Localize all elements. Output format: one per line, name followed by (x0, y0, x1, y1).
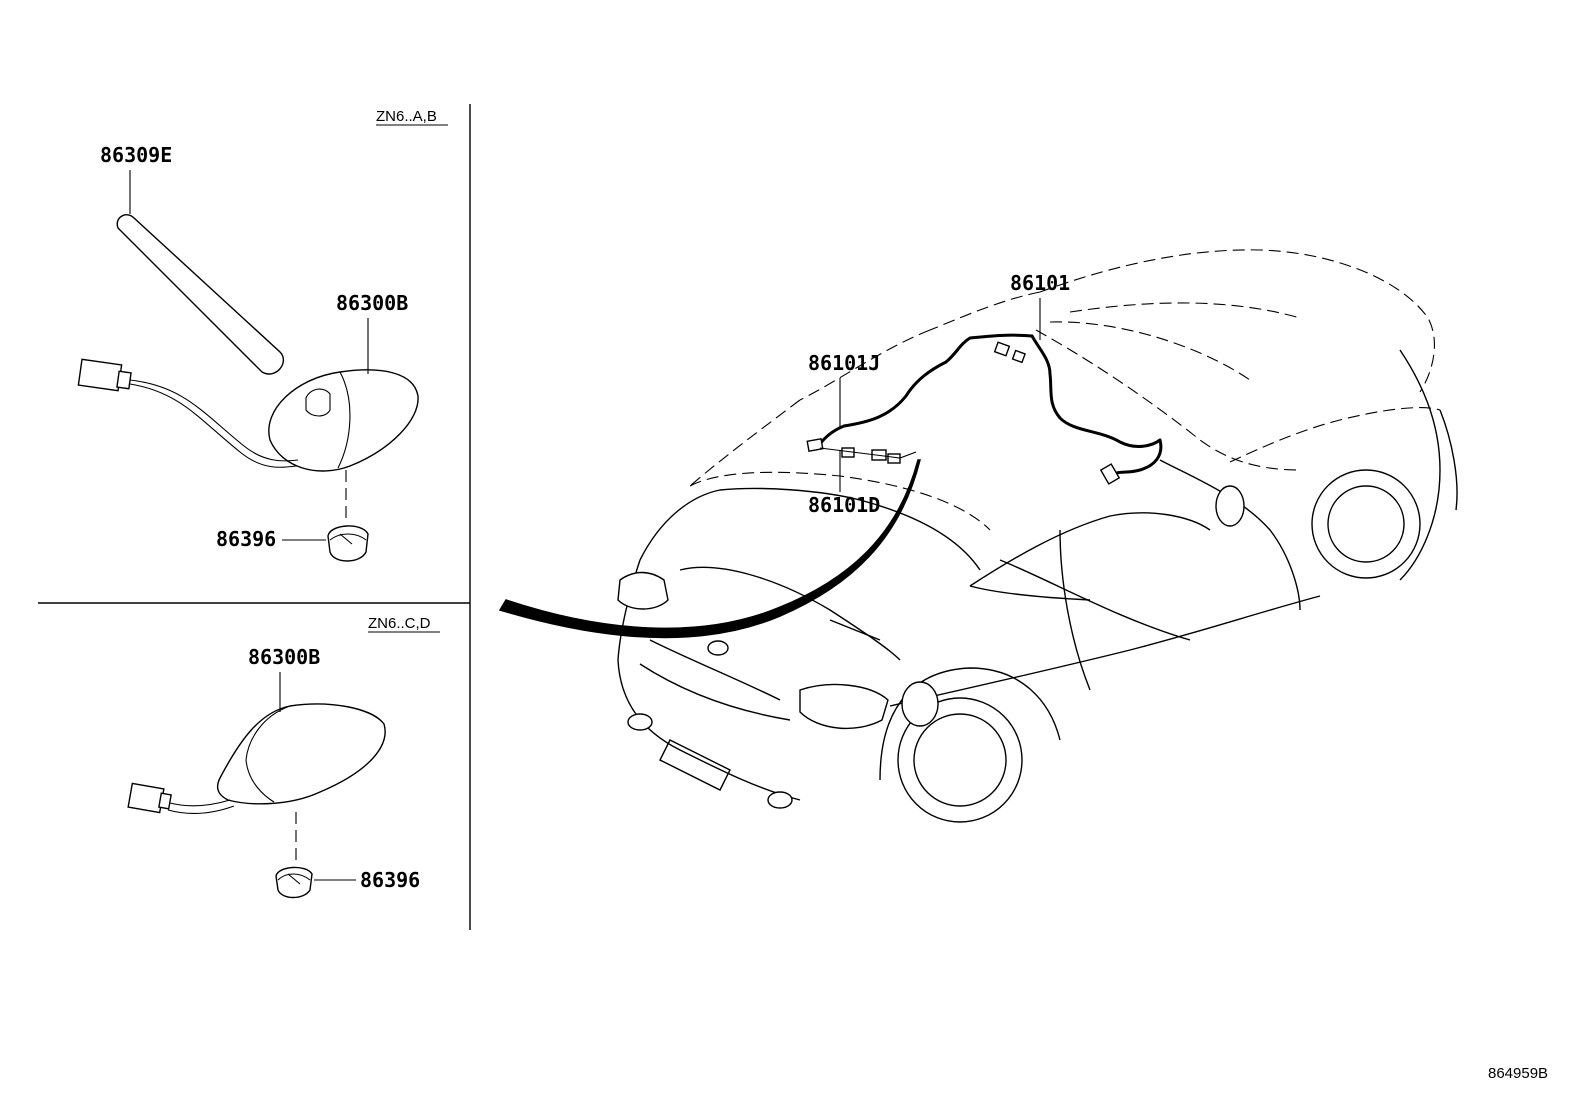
location-pointer-arrow (498, 459, 921, 639)
pad-lower-part (275, 866, 313, 899)
antenna-cable-upper (77, 358, 299, 468)
antenna-base-lower-part (216, 703, 386, 805)
callout-pad-lower: 86396 (360, 868, 420, 892)
callout-antenna-lower: 86300B (248, 645, 320, 669)
callout-antenna-upper: 86300B (336, 291, 408, 315)
callout-cord-main: 86101 (1010, 271, 1070, 295)
callout-rod-antenna: 86309E (100, 143, 172, 167)
figure-number: 864959B (1488, 1065, 1548, 1082)
antenna-cable-lower (127, 782, 235, 814)
callout-pad-upper: 86396 (216, 527, 276, 551)
rod-antenna-part (116, 214, 285, 375)
callout-cord-j: 86101J (808, 351, 880, 375)
pad-upper-part (327, 525, 369, 562)
variant-label-upper: ZN6..A,B (376, 108, 437, 125)
antenna-base-upper-part (268, 369, 419, 472)
antenna-cord-harness (806, 333, 1163, 485)
variant-label-lower: ZN6..C,D (368, 615, 431, 632)
callout-cord-d: 86101D (808, 493, 880, 517)
car-body-outline (617, 249, 1458, 823)
